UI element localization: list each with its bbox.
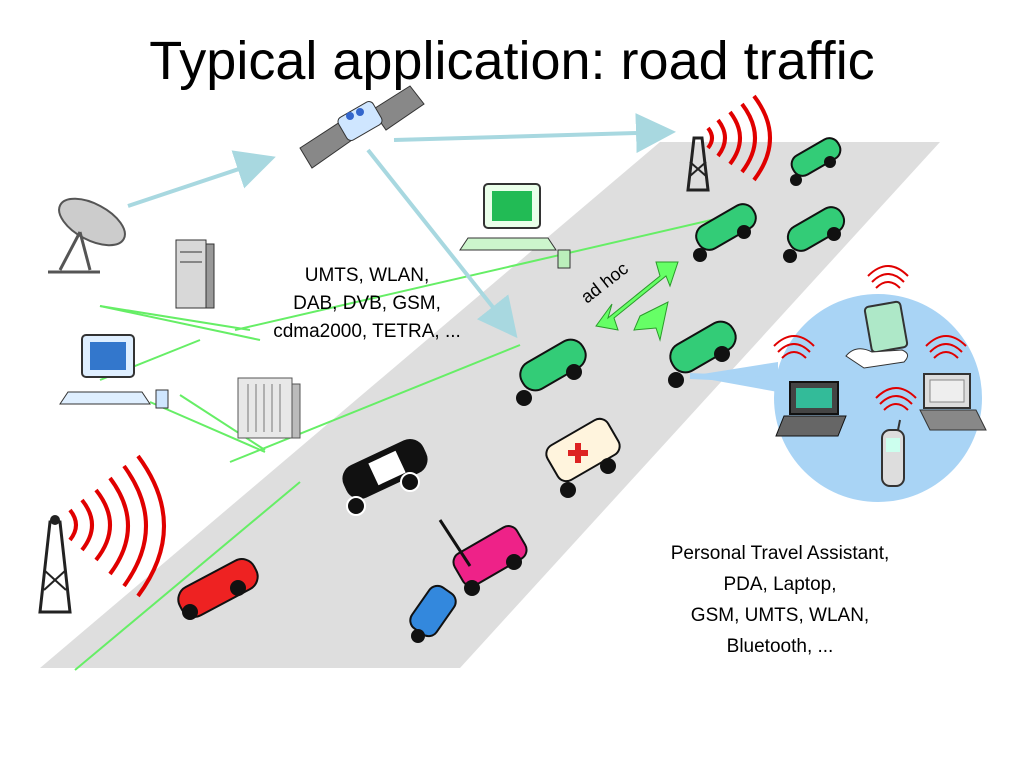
- laptop-left-icon: [775, 381, 847, 437]
- car-green-3: [783, 206, 846, 263]
- satellite-dish-icon: [48, 197, 126, 274]
- car-green-4: [516, 338, 587, 406]
- laptop-right-icon: [919, 373, 987, 431]
- rack-icon: [237, 377, 301, 439]
- device-line-2: PDA, Laptop,: [723, 574, 837, 595]
- car-green-2: [693, 203, 757, 262]
- radio-tower-right-icon: [686, 94, 772, 192]
- car-blue-wrecked: [409, 584, 457, 643]
- satellite-icon: [299, 85, 425, 169]
- satellite-links: [127, 113, 676, 339]
- adhoc-arrow: [595, 261, 679, 342]
- road: [40, 142, 940, 668]
- car-green-5: [668, 320, 737, 388]
- car-red: [177, 558, 259, 620]
- device-line-3: GSM, UMTS, WLAN,: [690, 605, 870, 626]
- device-circle: [774, 294, 982, 502]
- car-ambulance: [545, 417, 621, 498]
- network-line-1: UMTS, WLAN,: [304, 265, 430, 286]
- computer-icon-blue: [59, 334, 169, 409]
- wireless-signal-icons: [773, 265, 967, 411]
- mobile-phone-icon: [881, 419, 905, 487]
- server-icon: [175, 239, 215, 309]
- computer-icon-green: [459, 183, 571, 269]
- network-line-2: DAB, DVB, GSM,: [293, 293, 441, 314]
- slide-title: Typical application: road traffic: [149, 31, 875, 91]
- network-links: [74, 217, 721, 671]
- pda-icon: [845, 300, 909, 369]
- device-line-1: Personal Travel Assistant,: [670, 543, 890, 564]
- device-line-4: Bluetooth, ...: [726, 636, 834, 657]
- car-tow-truck: [438, 519, 528, 596]
- car-green-1: [790, 137, 842, 186]
- radio-tower-left-icon: [38, 454, 166, 614]
- car-police: [342, 439, 428, 516]
- network-line-3: cdma2000, TETRA, ...: [273, 321, 461, 342]
- network-technologies-text: UMTS, WLAN, DAB, DVB, GSM, cdma2000, TET…: [232, 262, 502, 346]
- personal-devices-text: Personal Travel Assistant, PDA, Laptop, …: [630, 538, 930, 662]
